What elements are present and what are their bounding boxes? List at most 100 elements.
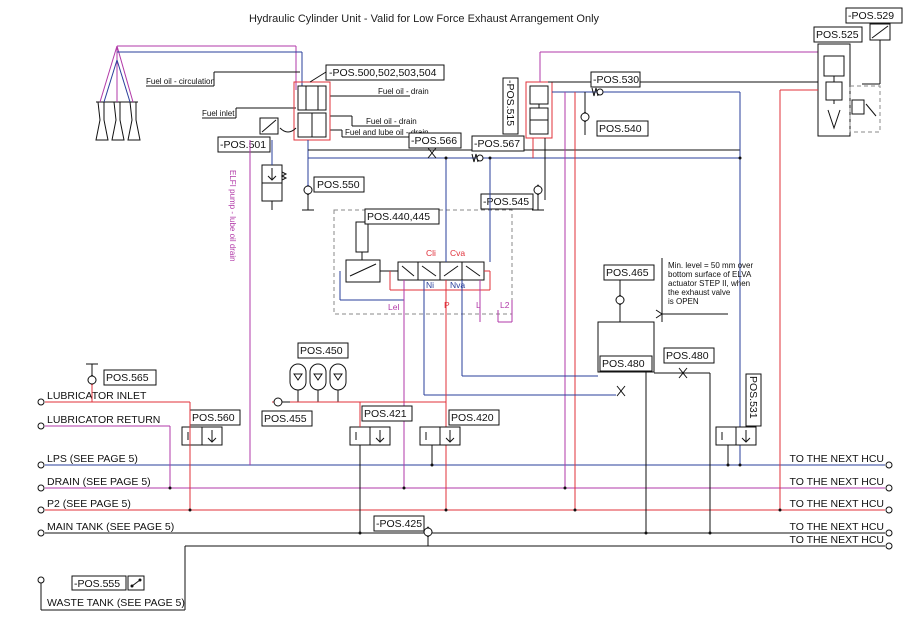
port-ni-label: Ni bbox=[426, 280, 434, 290]
pos566-label-box bbox=[408, 132, 462, 149]
pos560-label: POS.560 bbox=[192, 412, 235, 424]
pos501-sensor[interactable] bbox=[259, 117, 297, 135]
pos440-label-box bbox=[364, 208, 440, 225]
pos425-check-valve[interactable] bbox=[422, 526, 434, 547]
pos565-check-valve[interactable] bbox=[86, 363, 98, 402]
pos529-label-box bbox=[845, 7, 903, 24]
port-cli-label: Cli bbox=[426, 248, 436, 258]
pos529-label: -POS.529 bbox=[848, 10, 894, 22]
lubricator-return-port[interactable] bbox=[37, 422, 45, 430]
pos566-orifice[interactable] bbox=[427, 147, 437, 159]
pos550-label-box bbox=[313, 176, 365, 193]
fuel-circulation-label: Fuel oil - circulation bbox=[146, 77, 215, 86]
pos501-label-box bbox=[217, 136, 271, 153]
pos529-sensor[interactable] bbox=[862, 23, 891, 85]
pos531-label: POS.531 bbox=[747, 376, 759, 419]
fuel-lube-drain-label: Fuel and lube oil - drain bbox=[345, 128, 429, 137]
p2-port[interactable] bbox=[37, 506, 45, 514]
pos500-label: -POS.500,502,503,504 bbox=[329, 67, 437, 79]
pos567-label-box bbox=[471, 135, 525, 152]
fuel-drain-2-label: Fuel oil - drain bbox=[366, 117, 417, 126]
pos515-label-box bbox=[502, 77, 519, 135]
junction-dots bbox=[168, 156, 782, 535]
main-next-label: TO THE NEXT HCU bbox=[789, 521, 884, 533]
elfi-pump-label: ELFI pump - lube oil drain bbox=[228, 170, 237, 262]
pos455-label: POS.455 bbox=[264, 413, 307, 425]
pos425-label-box bbox=[373, 515, 425, 532]
pos480a-label: POS.480 bbox=[602, 358, 645, 370]
pos525-label: POS.525 bbox=[816, 29, 859, 41]
lps-next-port[interactable] bbox=[885, 461, 893, 469]
pos501-label: -POS.501 bbox=[220, 139, 266, 151]
pos420-label: POS.420 bbox=[451, 412, 494, 424]
pos530-label-box bbox=[590, 71, 641, 88]
drain-next-label: TO THE NEXT HCU bbox=[789, 476, 884, 488]
pos567-check[interactable] bbox=[471, 153, 484, 163]
pos555-label: -POS.555 bbox=[74, 578, 120, 590]
min-level-line1: Min. level = 50 mm over bbox=[668, 261, 753, 270]
pos545-check-valve[interactable] bbox=[533, 184, 543, 196]
main2-next-label: TO THE NEXT HCU bbox=[789, 534, 884, 546]
lps-port[interactable] bbox=[37, 461, 45, 469]
port-p-label: P bbox=[444, 300, 450, 310]
port-cva-label: Cva bbox=[450, 248, 465, 258]
p2-next-label: TO THE NEXT HCU bbox=[789, 498, 884, 510]
pos567-label: -POS.567 bbox=[474, 138, 520, 150]
drain-port[interactable] bbox=[37, 484, 45, 492]
pos480b-label-box bbox=[663, 347, 715, 364]
main-next-port[interactable] bbox=[885, 529, 893, 537]
pos465-label-box bbox=[603, 264, 655, 281]
pos550-check-valve[interactable] bbox=[303, 184, 313, 196]
fuel-injector-assembly: Fuel oil - circulation Fuel inlet Fuel o… bbox=[95, 45, 429, 141]
pos450-label-box bbox=[297, 342, 349, 359]
min-level-line2: bottom surface of ELVA bbox=[668, 270, 752, 279]
pos531-valve[interactable] bbox=[715, 426, 757, 446]
pos560-valve[interactable] bbox=[181, 426, 223, 446]
pos530-check[interactable] bbox=[591, 87, 604, 97]
pos421-valve[interactable] bbox=[349, 426, 391, 446]
pos565-label-box bbox=[103, 369, 157, 386]
pos565-label: POS.565 bbox=[106, 372, 149, 384]
pos531-label-box bbox=[745, 373, 762, 427]
lps-label: LPS (SEE PAGE 5) bbox=[47, 453, 138, 465]
pos440-dashed-enclosure bbox=[333, 209, 513, 315]
pos465-check-valve[interactable] bbox=[615, 294, 625, 306]
pos525-exhaust-valve[interactable] bbox=[779, 43, 881, 510]
pos455-valve[interactable] bbox=[273, 397, 290, 407]
pos555-switch[interactable] bbox=[127, 575, 145, 591]
pos550-label: POS.550 bbox=[317, 179, 360, 191]
pos545-label-box bbox=[480, 193, 534, 210]
pos480b-label: POS.480 bbox=[666, 350, 709, 362]
pos555-label-box bbox=[71, 575, 127, 591]
pos530-label: -POS.530 bbox=[593, 74, 639, 86]
pos450-accumulators[interactable] bbox=[289, 363, 347, 402]
pos455-label-box bbox=[261, 410, 313, 427]
port-lel-label: Lel bbox=[388, 302, 399, 312]
pos540-check-valve[interactable] bbox=[580, 111, 590, 123]
waste-tank-port[interactable] bbox=[37, 576, 45, 584]
p2-label: P2 (SEE PAGE 5) bbox=[47, 498, 131, 510]
pos440-proportional-valve[interactable] bbox=[345, 221, 485, 283]
pos480a-label-box bbox=[599, 355, 653, 372]
pos501-valve[interactable] bbox=[261, 164, 288, 202]
lps-next-label: TO THE NEXT HCU bbox=[789, 453, 884, 465]
main2-next-port[interactable] bbox=[885, 542, 893, 550]
pos420-valve[interactable] bbox=[419, 426, 461, 446]
pos480-orifice-1[interactable] bbox=[616, 385, 626, 397]
lubricator-inlet-port[interactable] bbox=[37, 398, 45, 406]
pos500-fuel-pump[interactable] bbox=[293, 81, 331, 141]
pos515-cylinder[interactable] bbox=[525, 81, 553, 139]
waste-tank-label: WASTE TANK (SEE PAGE 5) bbox=[47, 597, 185, 609]
pos421-label-box bbox=[361, 405, 413, 422]
diagram-title: Hydraulic Cylinder Unit - Valid for Low … bbox=[249, 13, 600, 25]
p2-next-port[interactable] bbox=[885, 506, 893, 514]
pos420-label-box bbox=[448, 409, 500, 426]
drain-next-port[interactable] bbox=[885, 484, 893, 492]
port-nva-label: Nva bbox=[450, 280, 465, 290]
pos440-label: POS.440,445 bbox=[367, 211, 430, 223]
pos515-label: -POS.515 bbox=[504, 80, 516, 126]
fuel-inlet-label: Fuel inlet bbox=[202, 109, 235, 118]
pos525-label-box bbox=[813, 26, 863, 43]
main-tank-port[interactable] bbox=[37, 529, 45, 537]
pos450-label: POS.450 bbox=[300, 345, 343, 357]
